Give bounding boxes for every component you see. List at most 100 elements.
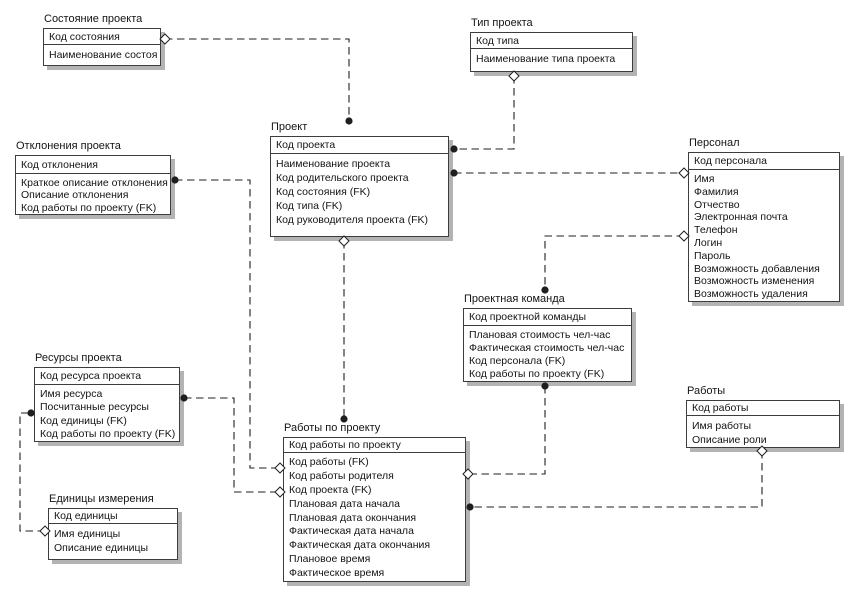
- cardinality-dot-marker: [345, 117, 353, 125]
- attribute-row[interactable]: Возможность добавления: [694, 262, 820, 275]
- key-attribute-row[interactable]: Код состояния: [49, 30, 120, 43]
- attribute-row[interactable]: Имя ресурса: [40, 388, 103, 400]
- relationship-proektnaya-komanda--raboty-po-proektu[interactable]: [468, 386, 546, 475]
- attribute-row[interactable]: Краткое описание отклонения: [21, 177, 168, 189]
- attribute-row[interactable]: Код родительского проекта: [276, 172, 409, 184]
- optional-diamond-marker: [274, 462, 286, 474]
- entity-label-otkloneniya-proekta: Отклонения проекта: [16, 140, 121, 152]
- key-attribute-row[interactable]: Код проектной команды: [469, 311, 586, 323]
- attribute-row[interactable]: Наименование проекта: [276, 158, 391, 170]
- key-section: Код работы: [687, 401, 839, 416]
- attribute-section: Наименование типа проекта: [471, 49, 632, 66]
- attribute-row[interactable]: Посчитанные ресурсы: [40, 401, 149, 414]
- attribute-row[interactable]: Фактическая дата начала: [289, 525, 414, 538]
- key-attribute-row[interactable]: Код типа: [476, 34, 519, 47]
- entity-label-edinicy-izmereniya: Единицы измерения: [49, 493, 154, 505]
- cardinality-dot-marker: [450, 169, 458, 177]
- entity-label-sostoyanie-proekta: Состояние проекта: [44, 13, 143, 25]
- key-attribute-row[interactable]: Код работы по проекту: [289, 439, 401, 451]
- attribute-row[interactable]: Фактическая стоимость чел-час: [469, 342, 625, 354]
- entity-label-personal: Персонал: [689, 137, 740, 149]
- attribute-row[interactable]: Имя: [694, 173, 715, 185]
- optional-diamond-marker: [159, 33, 171, 45]
- attribute-row[interactable]: Фамилия: [694, 185, 739, 198]
- attribute-row[interactable]: Описание единицы: [54, 542, 149, 554]
- key-section: Код отклонения: [16, 156, 170, 174]
- attribute-row[interactable]: Код типа (FK): [276, 200, 343, 212]
- attribute-row[interactable]: Плановая дата начала: [289, 497, 400, 510]
- attribute-row[interactable]: Код работы родителя: [289, 469, 394, 482]
- attribute-row[interactable]: Код персонала (FK): [469, 355, 566, 367]
- optional-diamond-marker: [39, 525, 51, 537]
- attribute-row[interactable]: Отчество: [694, 198, 740, 211]
- attribute-row[interactable]: Фактическое время: [289, 567, 385, 580]
- key-attribute-row[interactable]: Код отклонения: [21, 158, 98, 171]
- key-attribute-row[interactable]: Код единицы: [54, 510, 118, 522]
- attribute-row[interactable]: Описание роли: [692, 434, 767, 446]
- relationship-sostoyanie-proekta--proekt[interactable]: [165, 38, 350, 121]
- cardinality-dot-marker: [450, 145, 458, 153]
- key-section: Код ресурса проекта: [35, 368, 179, 385]
- attribute-row[interactable]: Имя работы: [692, 420, 752, 432]
- key-attribute-row[interactable]: Код персонала: [694, 155, 767, 167]
- attribute-row[interactable]: Пароль: [694, 249, 731, 262]
- relationship-otkloneniya--raboty-po-proektu[interactable]: [175, 179, 280, 469]
- relationship-resursy--raboty-po-proektu[interactable]: [184, 397, 280, 493]
- relationship-raboty--raboty-po-proektu[interactable]: [470, 451, 763, 508]
- attribute-row[interactable]: Электронная почта: [694, 211, 788, 224]
- attribute-row[interactable]: Код состояния (FK): [276, 186, 371, 198]
- entity-label-proektnaya-komanda: Проектная команда: [464, 293, 565, 305]
- key-attribute-row[interactable]: Код ресурса проекта: [40, 370, 142, 382]
- attribute-row[interactable]: Плановое время: [289, 553, 371, 566]
- relationship-personal--proektnaya-komanda[interactable]: [544, 235, 684, 290]
- attribute-row[interactable]: Код работы по проекту (FK): [40, 427, 176, 440]
- key-attribute-row[interactable]: Код проекта: [276, 139, 336, 151]
- entity-label-proekt: Проект: [271, 121, 308, 133]
- key-attribute-row[interactable]: Код работы: [692, 402, 749, 414]
- optional-diamond-marker: [678, 230, 690, 242]
- attribute-row[interactable]: Плановая стоимость чел-час: [469, 329, 611, 341]
- attribute-row[interactable]: Код единицы (FK): [40, 414, 127, 427]
- entity-label-raboty: Работы: [687, 385, 726, 397]
- attribute-row[interactable]: Код работы (FK): [289, 456, 369, 468]
- attribute-row[interactable]: Описание отклонения: [21, 189, 129, 202]
- relationship-edinicy--resursy-proekta[interactable]: [19, 412, 45, 532]
- entity-label-raboty-po-proektu: Работы по проекту: [284, 422, 381, 434]
- attribute-row[interactable]: Телефон: [694, 224, 738, 237]
- attribute-row[interactable]: Возможность удаления: [694, 288, 808, 301]
- attribute-row[interactable]: Логин: [694, 236, 723, 249]
- attribute-row[interactable]: Наименование состоя: [49, 49, 158, 61]
- relationship-tip-proekta--proekt[interactable]: [454, 76, 515, 150]
- attribute-section: Наименование состоя: [44, 45, 160, 62]
- entity-label-resursy-proekta: Ресурсы проекта: [35, 352, 122, 364]
- optional-diamond-marker: [508, 70, 520, 82]
- attribute-row[interactable]: Код работы по проекту (FK): [21, 201, 157, 214]
- attribute-row[interactable]: Имя единицы: [54, 528, 121, 540]
- attribute-row[interactable]: Код проекта (FK): [289, 483, 372, 496]
- attribute-row[interactable]: Возможность изменения: [694, 275, 815, 288]
- attribute-row[interactable]: Код работы по проекту (FK): [469, 368, 605, 380]
- attribute-row[interactable]: Плановая дата окончания: [289, 511, 417, 524]
- attribute-row[interactable]: Фактическая дата окончания: [289, 539, 431, 552]
- key-section: Код персонала: [689, 153, 839, 170]
- cardinality-dot-marker: [27, 409, 35, 417]
- attribute-row[interactable]: Код руководителя проекта (FK): [276, 214, 429, 226]
- cardinality-dot-marker: [541, 382, 549, 390]
- attribute-row[interactable]: Наименование типа проекта: [476, 53, 616, 65]
- cardinality-dot-marker: [171, 176, 179, 184]
